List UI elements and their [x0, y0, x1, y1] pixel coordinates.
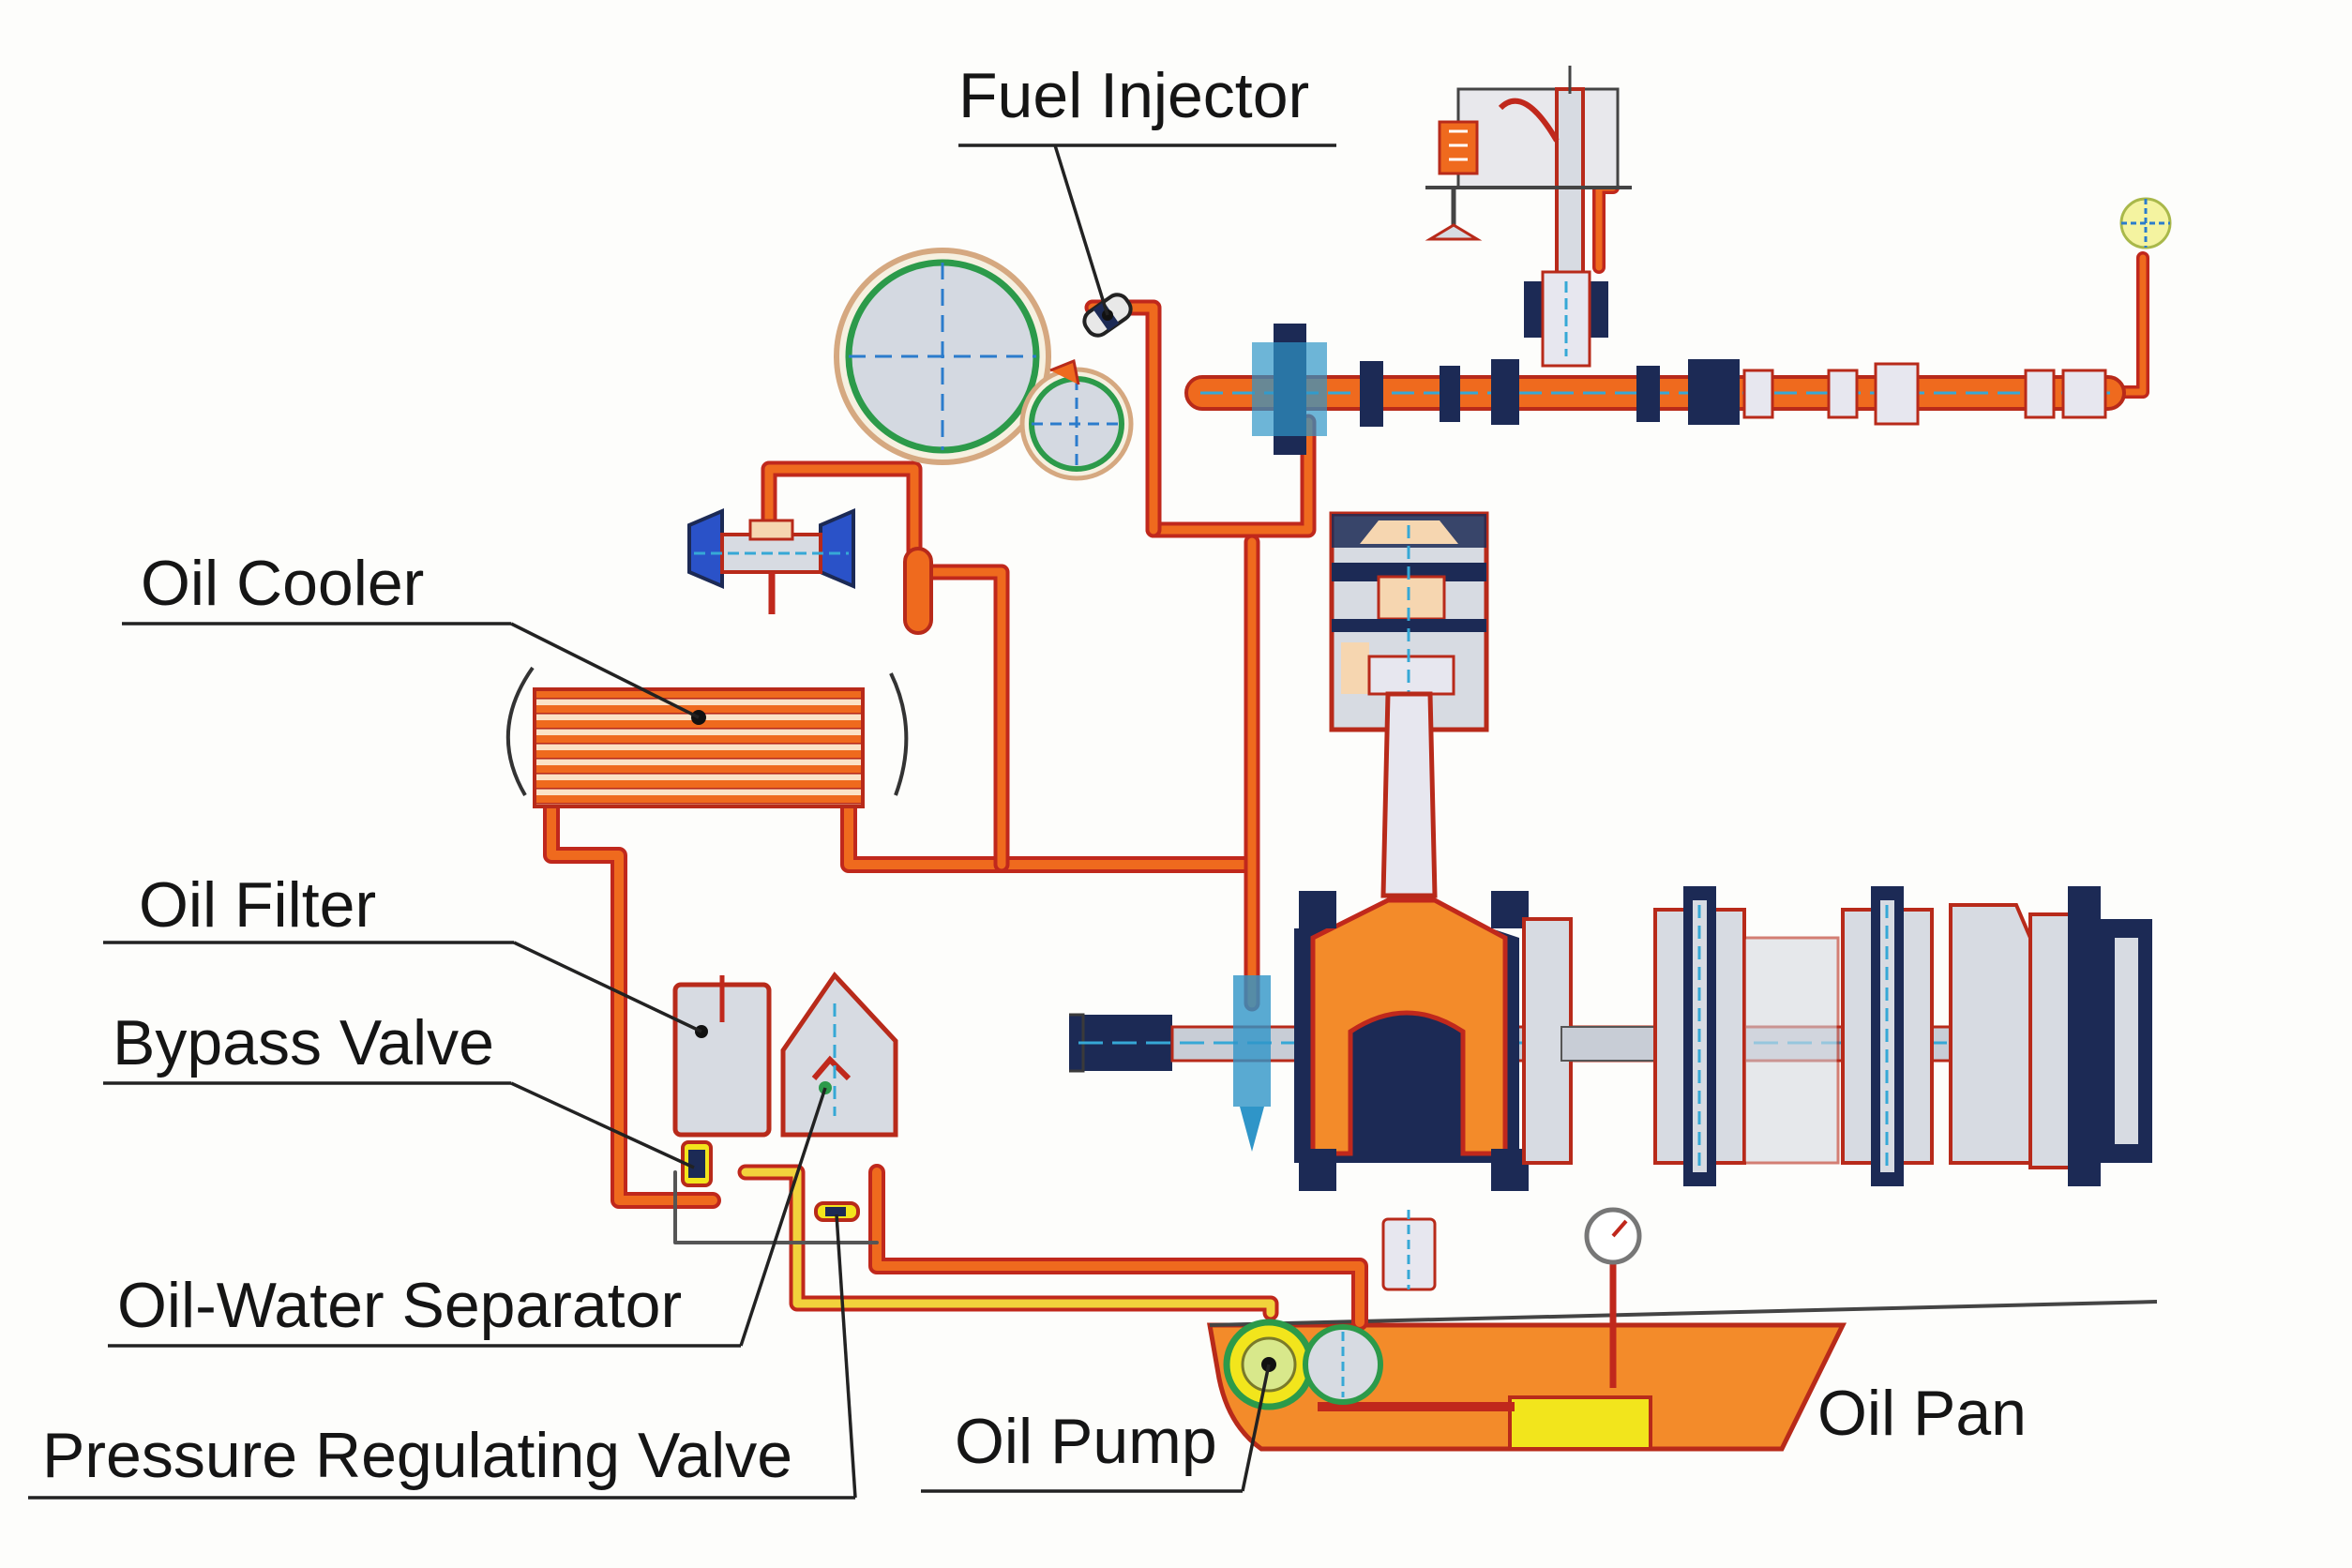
pressure-regulating-valve-leader — [835, 1214, 857, 1499]
labels: Fuel Injector Oil Cooler Oil Filter Bypa… — [42, 60, 2027, 1491]
label-oil-cooler: Oil Cooler — [141, 548, 424, 619]
oil-filter-leader — [513, 941, 702, 1033]
oil-pump-leader — [1241, 1364, 1271, 1492]
oil-cooler-leader — [510, 622, 700, 719]
connecting-rod — [1380, 691, 1438, 898]
label-oil-pump: Oil Pump — [955, 1406, 1217, 1477]
label-oil-filter: Oil Filter — [139, 869, 376, 941]
turbocharger — [687, 507, 855, 614]
label-pressure-regulating-valve: Pressure Regulating Valve — [42, 1420, 792, 1491]
oil-cooler-coils — [533, 687, 865, 808]
oil-cooler — [505, 666, 909, 808]
label-fuel-injector: Fuel Injector — [958, 60, 1309, 131]
label-oil-pan: Oil Pan — [1817, 1378, 2027, 1449]
valve-train — [1425, 66, 1632, 368]
fuel-injector-leader — [1053, 144, 1109, 316]
bearing-cap — [1381, 1210, 1437, 1291]
bypass-valve-leader — [510, 1081, 695, 1169]
oil-filter — [672, 975, 772, 1138]
camshaft — [1184, 324, 2126, 455]
camshaft-end-indicator — [2119, 197, 2172, 249]
piston — [1329, 511, 1489, 732]
timing-gears — [834, 248, 1134, 481]
label-bypass-valve: Bypass Valve — [113, 1007, 494, 1078]
oil-pump-pickup — [1508, 1395, 1652, 1451]
label-oil-water-separator: Oil-Water Separator — [117, 1270, 682, 1341]
leader-lines — [28, 143, 1336, 1500]
bypass-valve — [681, 1140, 713, 1187]
crankshaft — [1069, 886, 2157, 1191]
turbo-oil-accumulator — [903, 547, 933, 635]
gauge-needle — [1611, 1219, 1628, 1238]
oil-water-separator — [780, 972, 898, 1138]
oil-water-separator-leader — [739, 1087, 827, 1347]
